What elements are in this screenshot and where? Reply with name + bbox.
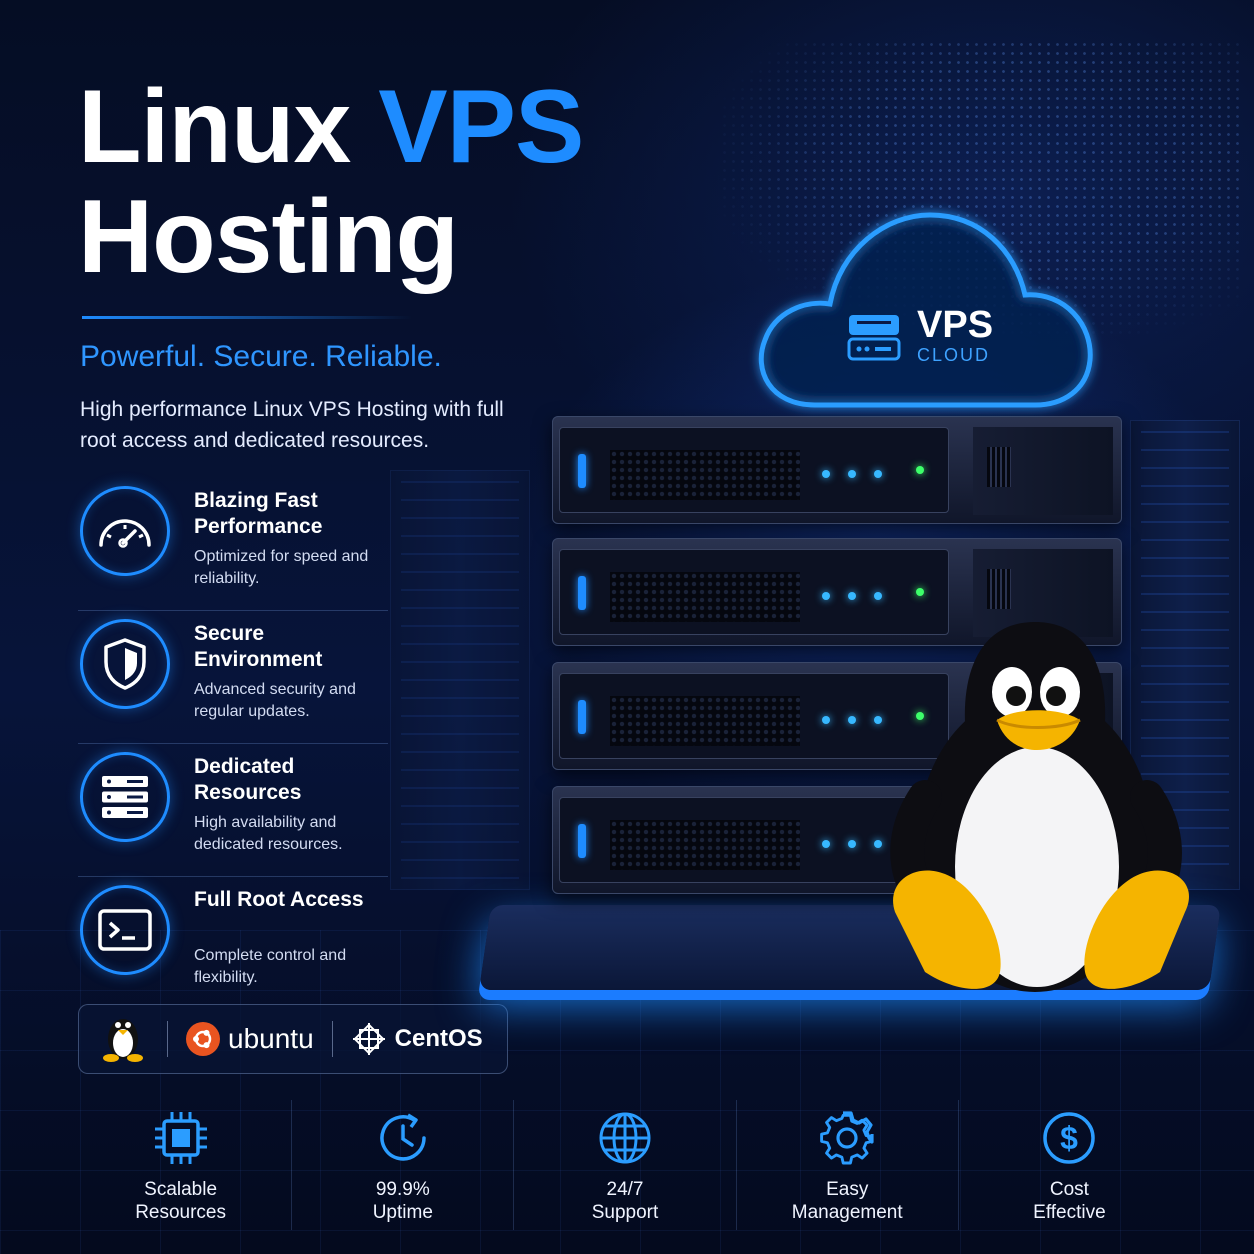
- stat-label-line1: Cost: [1049, 1179, 1089, 1200]
- tagline: Powerful. Secure. Reliable.: [80, 340, 442, 373]
- feature-title: Full Root Access: [194, 888, 364, 911]
- feature-list: Blazing Fast Performance Optimized for s…: [78, 478, 388, 1010]
- feature-desc: Advanced security and regular updates.: [194, 681, 356, 720]
- stat-label-line2: Management: [791, 1202, 903, 1223]
- stat-item: Scalable Resources: [70, 1100, 291, 1230]
- stat-label-line2: Support: [591, 1202, 659, 1223]
- feature-title: Dedicated Resources: [194, 755, 302, 804]
- stats-row: Scalable Resources 99.9% Uptime 24/7 Sup…: [70, 1100, 1180, 1230]
- title-accent: VPS: [378, 69, 584, 185]
- divider: [167, 1021, 168, 1057]
- title-line2: Hosting: [78, 179, 459, 295]
- speedometer-icon: [80, 486, 170, 576]
- cloud-icon: [758, 212, 1093, 408]
- stat-label-line1: Scalable: [144, 1179, 218, 1200]
- server-icon: [847, 315, 901, 361]
- feature-item: Full Root Access Complete control and fl…: [78, 877, 388, 1010]
- shield-icon: [80, 619, 170, 709]
- feature-item: Blazing Fast Performance Optimized for s…: [78, 478, 388, 611]
- feature-desc: High availability and dedicated resource…: [194, 814, 343, 853]
- ubuntu-logo: ubuntu: [168, 1022, 332, 1056]
- gear-icon: [817, 1108, 877, 1168]
- server-unit: [552, 416, 1122, 524]
- feature-title: Blazing Fast Performance: [194, 489, 323, 538]
- stat-label-line2: Resources: [135, 1202, 227, 1223]
- globe-icon: [595, 1108, 655, 1168]
- tux-penguin-icon: [890, 622, 1189, 992]
- feature-item: Dedicated Resources High availability an…: [78, 744, 388, 877]
- description: High performance Linux VPS Hosting with …: [80, 398, 504, 452]
- dollar-icon: $: [1039, 1108, 1099, 1168]
- distro-bar: ubuntu CentOS: [78, 1004, 508, 1074]
- feature-desc: Optimized for speed and reliability.: [194, 548, 369, 587]
- stat-item: 24/7 Support: [513, 1100, 735, 1230]
- cloud-label: VPS: [917, 304, 994, 346]
- page-title: Linux VPS Hosting: [78, 69, 584, 295]
- feature-item: Secure Environment Advanced security and…: [78, 611, 388, 744]
- title-line1: Linux: [78, 69, 379, 185]
- feature-desc: Complete control and flexibility.: [194, 947, 347, 986]
- divider: [331, 1021, 333, 1057]
- stat-item: Easy Management: [735, 1100, 958, 1230]
- centos-label: CentOS: [394, 1025, 483, 1052]
- stat-label-line2: Uptime: [372, 1202, 433, 1223]
- background-rack: [1130, 420, 1240, 890]
- server-unit: [552, 538, 1122, 646]
- stat-label-line1: 99.9%: [375, 1179, 430, 1200]
- stat-label-line1: 24/7: [606, 1179, 644, 1200]
- cpu-chip-icon: [151, 1108, 211, 1168]
- title-underline: [82, 316, 412, 319]
- ubuntu-circle-icon: [186, 1022, 220, 1056]
- stat-item: $ Cost Effective: [957, 1100, 1180, 1230]
- stat-label-line2: Effective: [1033, 1202, 1106, 1223]
- terminal-icon: [80, 885, 170, 975]
- ubuntu-label: ubuntu: [228, 1023, 314, 1054]
- cloud-sublabel: CLOUD: [917, 345, 991, 365]
- feature-title: Secure Environment: [194, 622, 323, 671]
- centos-logo: CentOS: [333, 1021, 501, 1057]
- stat-label-line1: Easy: [826, 1179, 869, 1200]
- background-rack: [390, 470, 530, 890]
- centos-star-icon: [352, 1023, 385, 1055]
- server-stack-icon: [80, 752, 170, 842]
- tux-small-icon: [79, 1011, 167, 1068]
- clock-icon: [373, 1108, 433, 1168]
- stat-item: 99.9% Uptime: [291, 1100, 513, 1230]
- cloud-badge: VPS CLOUD: [845, 306, 993, 366]
- svg-text:$: $: [1061, 1120, 1079, 1156]
